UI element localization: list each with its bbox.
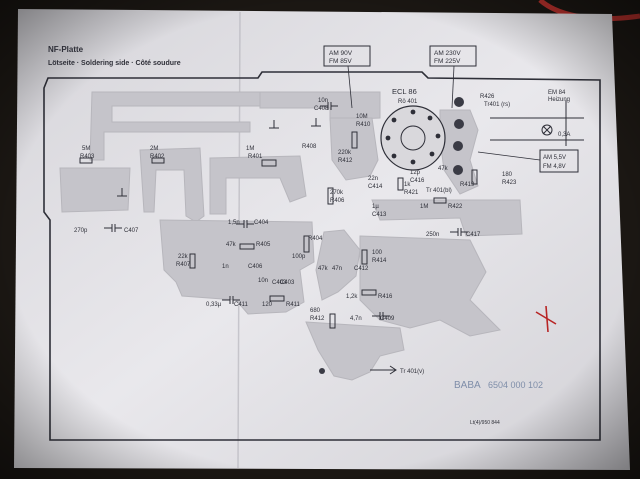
component-label-p270: 270p	[74, 228, 88, 234]
component-label-k47c: 47k	[318, 266, 329, 272]
component-labels: 5M R403 2M R402 1M R401 R408 C408 10n 10M R410 220k…	[74, 90, 570, 375]
component-label-n250: 250n	[426, 232, 439, 238]
component-label-r426: R426	[480, 94, 495, 100]
component-label-u033: 0,33µ	[206, 302, 222, 308]
component-label-r401: R401	[248, 154, 263, 160]
component-label-r404: R404	[308, 236, 323, 242]
component-label-tr401bl: Tr 401(bl)	[426, 188, 452, 194]
component-label-n47: 47n	[332, 266, 342, 272]
diagram-title: NF-Platte	[48, 45, 84, 54]
component-label-p12: 12p	[410, 170, 421, 176]
component-label-n120: 120	[262, 302, 273, 308]
component-label-n680: 680	[310, 308, 321, 314]
voltage-label: AM 90V	[329, 50, 353, 57]
component-label-fuse: 0,3A	[558, 132, 570, 138]
component-label-c403b: C403	[272, 280, 287, 286]
component-label-r407: R407	[176, 262, 191, 268]
component-label-r421: R421	[404, 190, 419, 196]
component-label-k270: 270k	[330, 190, 344, 196]
component-label-n22: 22n	[368, 176, 378, 182]
diagram-subtitle: Lötseite · Soldering side · Côté soudure	[48, 60, 181, 67]
tube-name: ECL 86	[392, 87, 417, 96]
component-label-k47: 47k	[438, 166, 449, 172]
component-label-c416: C416	[410, 178, 425, 184]
component-label-m2: 2M	[150, 146, 158, 152]
component-label-r406: R406	[330, 198, 345, 204]
component-label-r408: R408	[302, 144, 317, 150]
component-label-k220: 220k	[338, 150, 352, 156]
component-label-r412: R412	[338, 158, 353, 164]
component-label-r403: R403	[80, 154, 95, 160]
component-label-r422: R422	[448, 204, 463, 210]
component-label-c413: C413	[372, 212, 387, 218]
component-label-r411: R411	[286, 302, 301, 308]
component-label-c403: C403	[280, 280, 295, 286]
footer-part: 6504 000 102	[488, 380, 543, 390]
voltage-label: FM 85V	[329, 58, 352, 65]
component-label-m1: 1M	[246, 146, 254, 152]
tube-ref: Rö 401	[398, 99, 418, 105]
component-label-k12: 1,2k	[346, 294, 358, 300]
component-label-r423: R423	[502, 180, 517, 186]
component-label-r410: R410	[356, 122, 371, 128]
component-label-c404: C404	[254, 220, 269, 226]
component-label-r402: R402	[150, 154, 165, 160]
component-label-c409: C409	[380, 316, 395, 322]
component-label-r419: R419	[460, 182, 475, 188]
component-label-n47b: 4,7n	[350, 316, 362, 322]
component-label-c412: C412	[354, 266, 369, 272]
component-label-u1: 1µ	[372, 204, 379, 210]
component-label-c408: C408	[314, 106, 329, 112]
component-label-m10: 10M	[356, 114, 368, 120]
component-label-n180: 180	[502, 172, 513, 178]
component-label-c417: C417	[466, 232, 481, 238]
component-label-c406: C406	[248, 264, 263, 270]
voltage-label: AM 230V	[434, 50, 461, 57]
component-label-n1: 1n	[222, 264, 229, 270]
component-label-m1b: 1M	[420, 204, 428, 210]
component-label-p100: 100p	[292, 254, 306, 260]
component-label-tr401v: Tr 401(v)	[400, 369, 424, 375]
component-label-c411: C411	[234, 302, 249, 308]
diagram-text: NF-Platte Lötseite · Soldering side · Cô…	[48, 45, 566, 426]
voltage-label: AM 5,5V	[543, 155, 566, 161]
component-label-c414: C414	[368, 184, 383, 190]
footer-brand: BABA	[454, 380, 481, 391]
component-label-r414: R414	[372, 258, 387, 264]
component-label-r412b: R412	[310, 316, 325, 322]
component-label-em84: EM 84	[548, 90, 566, 96]
component-label-r405: R405	[256, 242, 271, 248]
footer-code: Lt(4)/950 844	[470, 420, 500, 426]
component-label-k22: 22k	[178, 254, 189, 260]
component-label-n10: 10n	[318, 98, 328, 104]
component-label-n15: 1,5n	[228, 220, 240, 226]
component-label-r416: R416	[378, 294, 393, 300]
component-label-n10b: 10n	[258, 278, 268, 284]
component-label-n100: 100	[372, 250, 383, 256]
component-label-tr401rs: Tr401 (rs)	[484, 102, 510, 108]
component-label-c407: C407	[124, 228, 139, 234]
voltage-label: FM 225V	[434, 58, 461, 65]
component-label-heizung: Heizung	[548, 97, 570, 103]
component-label-k47b: 47k	[226, 242, 237, 248]
component-label-k1: 1k	[404, 182, 411, 188]
voltage-label: FM 4,8V	[543, 164, 566, 170]
component-label-sm: 5M	[82, 146, 90, 152]
